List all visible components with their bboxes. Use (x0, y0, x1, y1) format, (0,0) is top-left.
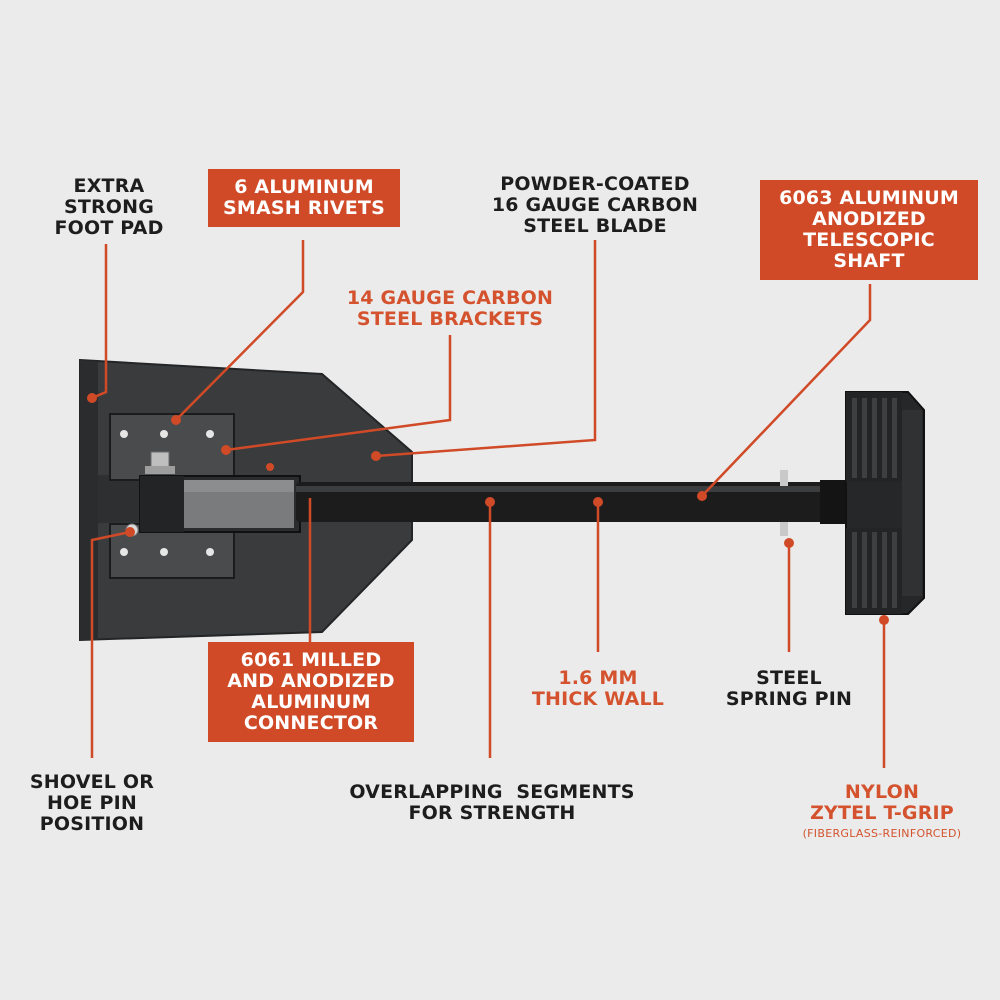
leader-lines (90, 240, 886, 768)
label-spring-pin: STEEL SPRING PIN (725, 667, 853, 710)
label-foot-pad: EXTRA STRONG FOOT PAD (54, 175, 164, 239)
label-segments: OVERLAPPING SEGMENTS FOR STRENGTH (349, 781, 635, 824)
label-shaft: 6063 ALUMINUM ANODIZED TELESCOPIC SHAFT (760, 180, 978, 280)
label-connector: 6061 MILLED AND ANODIZED ALUMINUM CONNEC… (208, 642, 414, 742)
label-wall: 1.6 MM THICK WALL (531, 667, 665, 710)
label-blade: POWDER-COATED 16 GAUGE CARBON STEEL BLAD… (491, 173, 699, 237)
label-pin-position: SHOVEL OR HOE PIN POSITION (29, 771, 155, 835)
telescopic-shaft (296, 480, 848, 524)
label-rivets: 6 ALUMINUM SMASH RIVETS (208, 169, 400, 227)
spring-pin (780, 470, 788, 536)
leader-dots (87, 393, 889, 625)
label-grip-note: (FIBERGLASS-REINFORCED) (802, 827, 962, 840)
label-grip: NYLON ZYTEL T-GRIP (FIBERGLASS-REINFORCE… (780, 782, 984, 841)
t-grip (845, 391, 925, 615)
label-brackets: 14 GAUGE CARBON STEEL BRACKETS (346, 287, 554, 330)
pivot-bolt (125, 451, 175, 537)
aluminum-connector (139, 475, 301, 533)
